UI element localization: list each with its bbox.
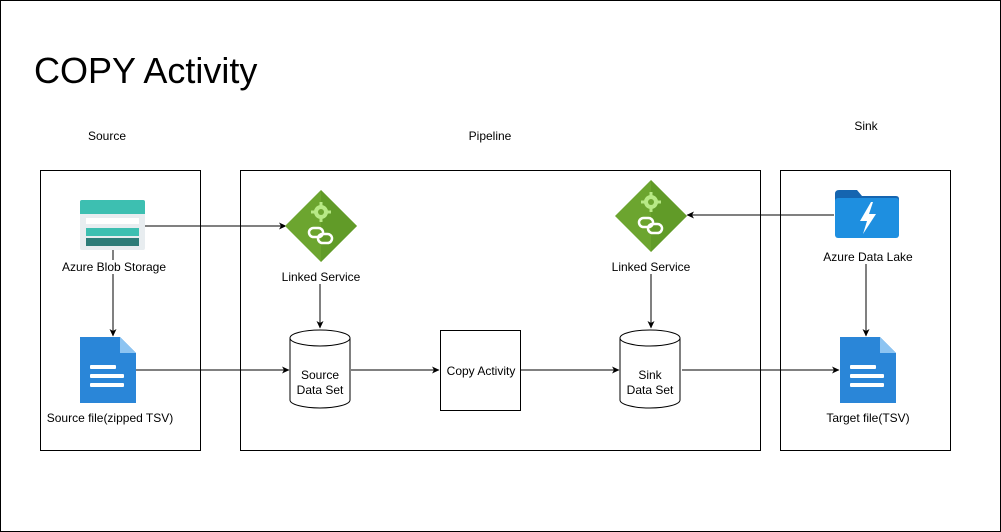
sink-dataset-label: Sink Data Set	[627, 368, 674, 398]
data-lake-label: Azure Data Lake	[822, 250, 914, 264]
azure-blob-storage-icon	[80, 200, 145, 250]
section-label-sink: Sink	[854, 119, 878, 133]
target-file-label: Target file(TSV)	[826, 411, 910, 425]
linked-service-icon-left	[285, 190, 357, 262]
azure-data-lake-icon	[835, 190, 899, 238]
page-title: COPY Activity	[34, 50, 258, 91]
sink-dataset-label-line1: Sink	[638, 368, 662, 382]
connectors	[109, 211, 870, 374]
source-file-label: Source file(zipped TSV)	[46, 411, 174, 425]
copy-activity-label: Copy Activity	[446, 364, 516, 378]
section-label-source: Source	[87, 129, 127, 143]
database-cylinder-icon-sink	[619, 329, 681, 409]
linked-service-right-label: Linked Service	[610, 260, 692, 274]
sink-dataset-label-line2: Data Set	[626, 383, 674, 397]
source-dataset-label-line1: Source	[300, 368, 340, 382]
document-icon-source-file	[80, 337, 136, 403]
source-dataset-label-line2: Data Set	[296, 383, 344, 397]
linked-service-icon-right	[615, 180, 687, 252]
database-cylinder-icon-source	[289, 329, 351, 409]
sink-container	[780, 170, 951, 451]
blob-storage-label: Azure Blob Storage	[60, 260, 168, 274]
pipeline-container	[240, 170, 761, 451]
source-dataset-label: Source Data Set	[297, 368, 344, 398]
document-icon-target-file	[840, 337, 896, 403]
source-container	[40, 170, 201, 451]
section-label-pipeline: Pipeline	[468, 129, 512, 143]
linked-service-left-label: Linked Service	[281, 270, 361, 284]
